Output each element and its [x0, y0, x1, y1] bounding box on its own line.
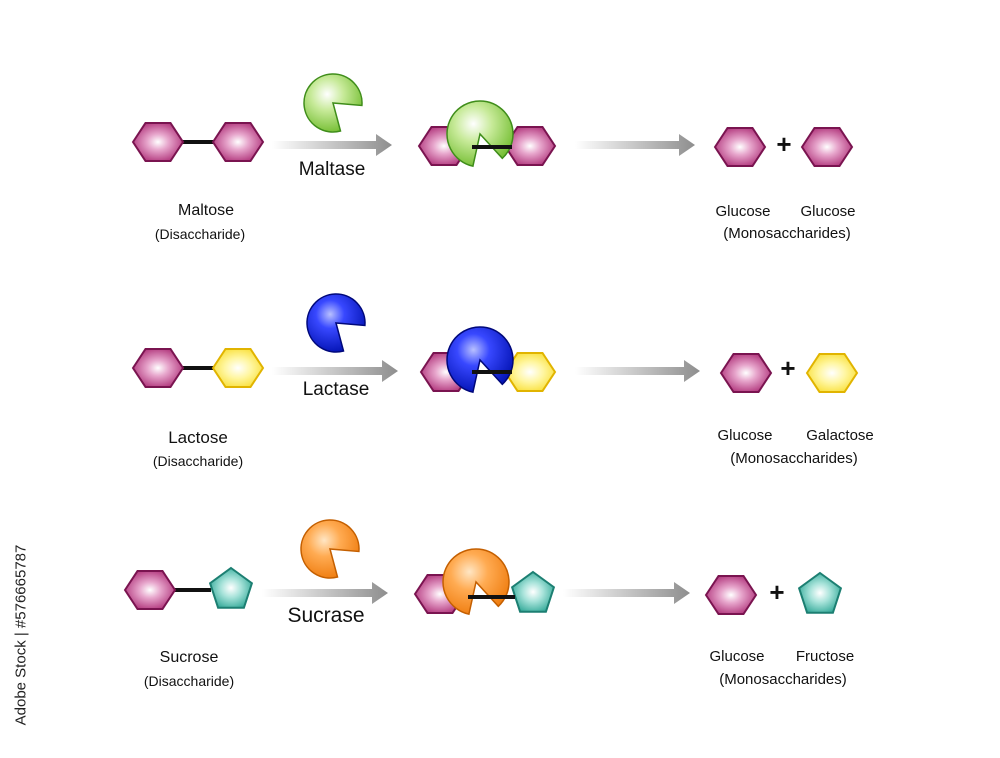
enzyme-label-lactase: Lactase	[302, 379, 370, 400]
substrate-name-sucrose: Sucrose	[159, 649, 219, 666]
substrate-unit-2-maltose	[211, 122, 265, 162]
substrate-name-maltose: Maltose	[177, 202, 235, 219]
substrate-type-lactose: (Disaccharide)	[152, 453, 244, 469]
product-shape-2-lactose	[805, 353, 859, 393]
complex-enzyme-maltase	[446, 100, 514, 168]
complex-unit-2-lactose	[503, 352, 557, 392]
reaction-arrow-2-sucrose	[563, 582, 690, 604]
products-type-row2: (Monosaccharides)	[730, 450, 858, 467]
complex-enzyme-lactase	[446, 326, 514, 394]
plus-sign-row1: +	[776, 129, 792, 159]
product-shape-1-maltose	[713, 127, 767, 167]
enzyme-maltase	[303, 73, 363, 133]
complex-enzyme-sucrase	[442, 548, 510, 616]
product-shape-2-sucrose	[797, 571, 843, 614]
substrate-unit-2-lactose	[211, 348, 265, 388]
watermark-text: Adobe Stock | #576665787	[12, 544, 30, 726]
products-type-row1: (Monosaccharides)	[723, 225, 851, 242]
reaction-arrow-1-maltose	[272, 134, 392, 156]
plus-sign-row2: +	[780, 353, 796, 383]
enzyme-sucrase	[300, 519, 360, 579]
substrate-type-maltose: (Disaccharide)	[154, 226, 246, 242]
substrate-unit-1-lactose	[131, 348, 185, 388]
product-name-fructose: Fructose	[795, 648, 855, 665]
complex-unit-2-sucrose	[510, 570, 556, 613]
product-shape-2-maltose	[800, 127, 854, 167]
substrate-unit-1-sucrose	[123, 570, 177, 610]
substrate-name-lactose: Lactose	[168, 428, 228, 447]
reaction-arrow-1-lactose	[272, 360, 398, 382]
product-shape-1-sucrose	[704, 575, 758, 615]
product-name-glucose-2: Glucose	[800, 203, 856, 220]
product-shape-1-lactose	[719, 353, 773, 393]
complex-unit-2-maltose	[503, 126, 557, 166]
substrate-unit-2-sucrose	[208, 566, 254, 609]
reaction-arrow-2-lactose	[575, 360, 700, 382]
reaction-arrow-1-sucrose	[262, 582, 388, 604]
products-type-row3: (Monosaccharides)	[719, 671, 847, 688]
product-name-glucose-row3: Glucose	[709, 648, 765, 665]
plus-sign-row3: +	[769, 577, 785, 607]
product-name-glucose-row2: Glucose	[717, 427, 773, 444]
substrate-unit-1-maltose	[131, 122, 185, 162]
substrate-type-sucrose: (Disaccharide)	[143, 673, 235, 689]
enzyme-label-maltase: Maltase	[298, 159, 366, 180]
product-name-galactose: Galactose	[806, 427, 874, 444]
product-name-glucose-1: Glucose	[715, 203, 771, 220]
enzyme-label-sucrase: Sucrase	[287, 604, 365, 627]
reaction-arrow-2-maltose	[575, 134, 695, 156]
enzyme-lactase	[306, 293, 366, 353]
stock-watermark: Adobe Stock | #576665787	[6, 520, 36, 750]
